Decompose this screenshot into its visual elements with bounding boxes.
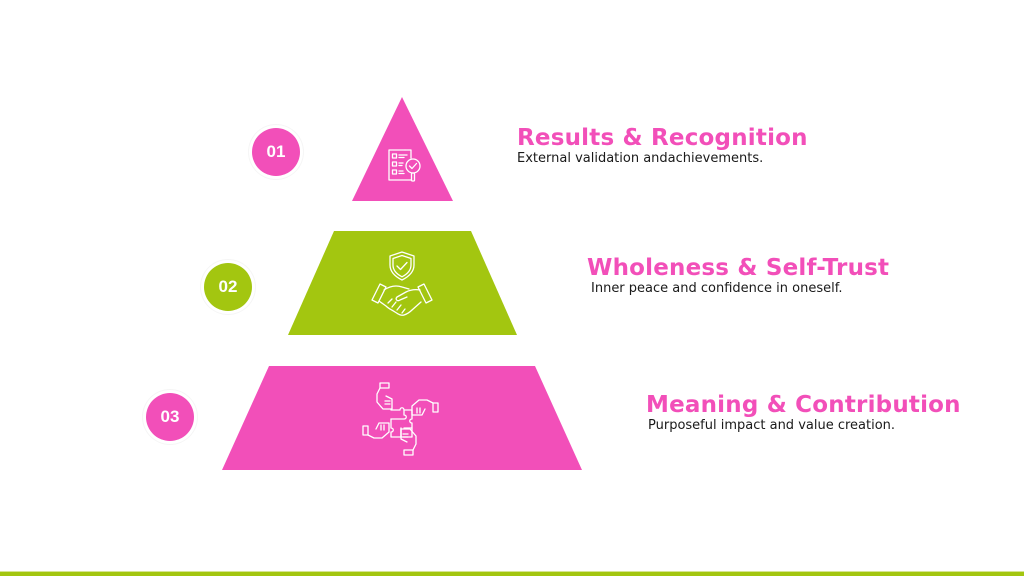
hands-puzzle-icon — [362, 382, 439, 456]
footer-accent-line — [0, 571, 1024, 572]
level-3-description: Purposeful impact and value creation. — [648, 418, 896, 433]
pyramid-tier-2 — [288, 231, 517, 335]
level-1-label: Results & Recognition External validatio… — [517, 125, 808, 167]
level-3-title: Meaning & Contribution — [646, 392, 961, 418]
checklist-magnifier-icon — [388, 149, 421, 182]
level-2-description: Inner peace and confidence in oneself. — [591, 281, 843, 296]
level-3-label: Meaning & Contribution Purposeful impact… — [646, 392, 961, 434]
level-3-number-badge: 03 — [146, 393, 194, 441]
level-2-label: Wholeness & Self-Trust Inner peace and c… — [587, 255, 889, 297]
level-1-title: Results & Recognition — [517, 125, 808, 151]
shield-handshake-icon — [371, 251, 433, 316]
footer-accent-bar — [0, 572, 1024, 576]
pyramid-tier-1 — [352, 97, 453, 201]
pyramid-tier-3 — [222, 366, 582, 470]
level-1-description: External validation andachievements. — [517, 151, 764, 166]
level-2-number-badge: 02 — [204, 263, 252, 311]
level-2-title: Wholeness & Self-Trust — [587, 255, 890, 281]
level-1-number-badge: 01 — [252, 128, 300, 176]
